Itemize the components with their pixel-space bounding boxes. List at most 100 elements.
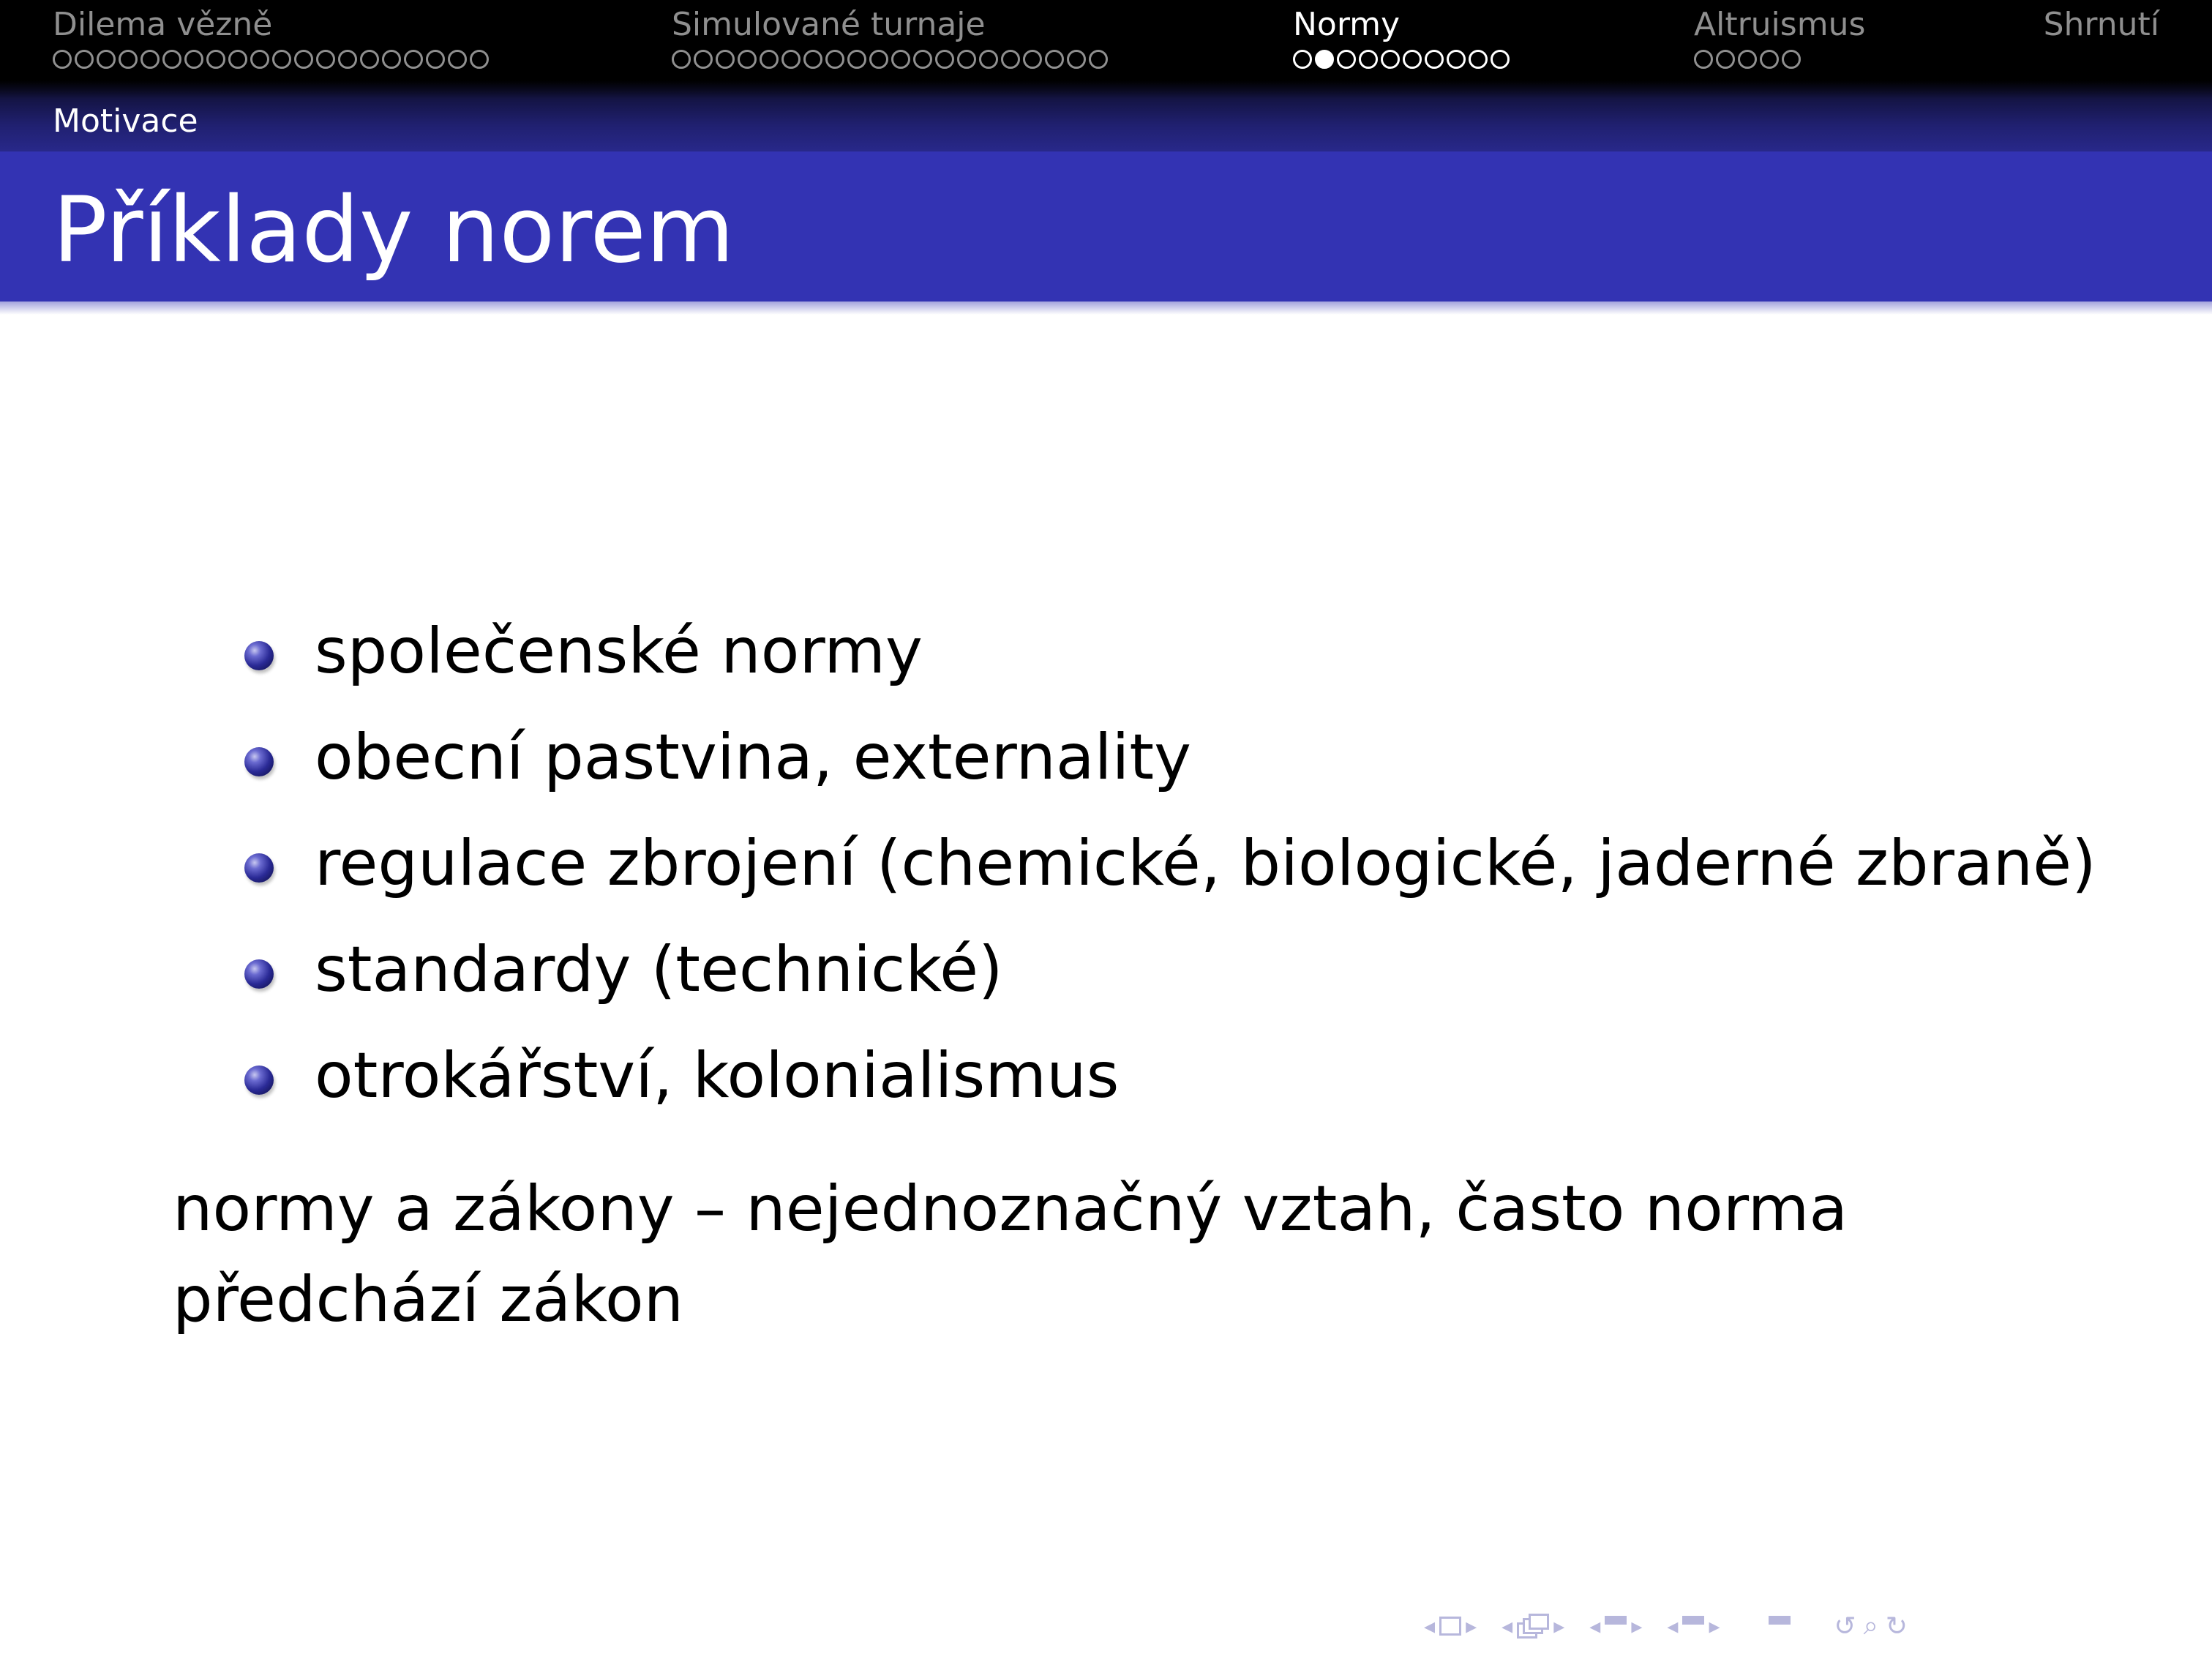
nav-frame-dot[interactable]	[891, 50, 910, 69]
nav-frame-dot[interactable]	[53, 50, 72, 69]
nav-frame-dot[interactable]	[716, 50, 735, 69]
nav-frame-dot[interactable]	[1089, 50, 1108, 69]
nav-frame-dot[interactable]	[1337, 50, 1356, 69]
nav-frame-dot[interactable]	[119, 50, 138, 69]
title-bar-shadow	[0, 302, 2212, 315]
nav-frame-dot[interactable]	[404, 50, 423, 69]
nav-frame-dot[interactable]	[1001, 50, 1020, 69]
nav-section-label[interactable]: Altruismus	[1694, 6, 1866, 43]
nav-frame-dot[interactable]	[1782, 50, 1801, 69]
undo-icon[interactable]: ↺	[1834, 1611, 1856, 1641]
nav-section-altruismus[interactable]: Altruismus	[1694, 4, 1865, 85]
prev-subsection-arrow-icon[interactable]: ◂	[1589, 1613, 1601, 1639]
nav-frame-dot[interactable]	[338, 50, 357, 69]
nav-section-label[interactable]: Shrnutí	[2043, 6, 2159, 43]
nav-frame-dot[interactable]	[1293, 50, 1312, 69]
next-section-arrow-icon[interactable]: ▸	[1709, 1613, 1720, 1639]
nav-frame-dot[interactable]	[935, 50, 954, 69]
nav-frame-dot[interactable]	[75, 50, 94, 69]
list-item-text: regulace zbrojení (chemické, biologické,…	[315, 827, 2096, 900]
bullet-list: společenské normy obecní pastvina, exter…	[241, 613, 2096, 1144]
nav-section-shrnuti[interactable]: Shrnutí	[2044, 4, 2159, 85]
list-item-text: standardy (technické)	[315, 933, 1003, 1006]
next-frame-arrow-icon[interactable]: ▸	[1553, 1613, 1565, 1639]
nav-frame-dot[interactable]	[426, 50, 445, 69]
nav-frame-dot[interactable]	[847, 50, 866, 69]
nav-frame-dot[interactable]	[272, 50, 291, 69]
subsection-icon[interactable]	[1605, 1616, 1627, 1636]
nav-dots	[672, 50, 1108, 73]
nav-section-normy[interactable]: Normy	[1293, 4, 1510, 85]
frame-title-bar	[0, 151, 2212, 302]
nav-frame-dot[interactable]	[316, 50, 335, 69]
nav-frame-dot[interactable]	[1381, 50, 1400, 69]
frame-title: Příklady norem	[53, 178, 735, 283]
search-icon[interactable]: ⌕	[1863, 1611, 1878, 1641]
nav-frame-dot[interactable]	[1469, 50, 1488, 69]
nav-frame-dot[interactable]	[1045, 50, 1064, 69]
list-item: regulace zbrojení (chemické, biologické,…	[241, 825, 2096, 932]
nav-frame-dot[interactable]	[382, 50, 401, 69]
next-slide-arrow-icon[interactable]: ▸	[1466, 1613, 1477, 1639]
list-item: společenské normy	[241, 613, 2096, 719]
subsection-label[interactable]: Motivace	[53, 102, 198, 140]
nav-frame-dot[interactable]	[672, 50, 691, 69]
nav-frame-dot[interactable]	[360, 50, 379, 69]
prev-section-arrow-icon[interactable]: ◂	[1667, 1613, 1679, 1639]
prev-frame-arrow-icon[interactable]: ◂	[1501, 1613, 1513, 1639]
subsection-bar: Motivace	[0, 99, 2212, 151]
nav-frame-dot[interactable]	[1023, 50, 1042, 69]
nav-frame-dot[interactable]	[825, 50, 844, 69]
nav-frame-dot[interactable]	[250, 50, 269, 69]
nav-frame-dot[interactable]	[1359, 50, 1378, 69]
nav-section-dilema[interactable]: Dilema vězně	[53, 4, 489, 85]
nav-frame-dot[interactable]	[1067, 50, 1086, 69]
list-item: otrokářství, kolonialismus	[241, 1038, 2096, 1144]
nav-section-turnaje[interactable]: Simulované turnaje	[672, 4, 1108, 85]
slide-icon[interactable]	[1439, 1617, 1462, 1636]
nav-frame-dot[interactable]	[140, 50, 160, 69]
nav-frame-dot[interactable]	[781, 50, 801, 69]
nav-frame-dot[interactable]	[206, 50, 225, 69]
nav-frame-dot[interactable]	[294, 50, 313, 69]
nav-frame-dot[interactable]	[694, 50, 713, 69]
nav-frame-dot[interactable]	[184, 50, 203, 69]
nav-frame-dot[interactable]	[470, 50, 489, 69]
frame-icon[interactable]	[1517, 1614, 1550, 1639]
section-icon[interactable]	[1682, 1616, 1705, 1636]
section-navigation-bar: Dilema vězně Simulované turnaje Normy Al…	[0, 0, 2212, 99]
nav-section-label[interactable]: Simulované turnaje	[672, 6, 986, 43]
nav-frame-dot[interactable]	[979, 50, 998, 69]
nav-frame-dot[interactable]	[957, 50, 976, 69]
nav-frame-dot[interactable]	[803, 50, 822, 69]
nav-frame-dot[interactable]	[913, 50, 932, 69]
nav-frame-dot[interactable]	[228, 50, 247, 69]
nav-frame-dot[interactable]	[1738, 50, 1757, 69]
list-item: standardy (technické)	[241, 932, 2096, 1038]
nav-section-label[interactable]: Dilema vězně	[53, 6, 273, 43]
nav-frame-dot[interactable]	[162, 50, 181, 69]
nav-frame-dot[interactable]	[1425, 50, 1444, 69]
nav-frame-dot[interactable]	[1315, 50, 1334, 69]
nav-frame-dot[interactable]	[1760, 50, 1779, 69]
list-item: obecní pastvina, externality	[241, 719, 2096, 825]
nav-frame-dot[interactable]	[1447, 50, 1466, 69]
nav-frame-dot[interactable]	[448, 50, 467, 69]
nav-frame-dot[interactable]	[1716, 50, 1735, 69]
nav-frame-dot[interactable]	[1403, 50, 1422, 69]
appendix-icon[interactable]	[1768, 1616, 1791, 1636]
nav-frame-dot[interactable]	[1491, 50, 1510, 69]
redo-icon[interactable]: ↻	[1885, 1611, 1908, 1641]
beamer-navigation-symbols: ◂ ▸ ◂ ▸ ◂ ▸ ◂ ▸ ↺ ⌕ ↻	[1420, 1604, 1908, 1648]
prev-slide-arrow-icon[interactable]: ◂	[1424, 1613, 1436, 1639]
nav-frame-dot[interactable]	[97, 50, 116, 69]
nav-frame-dot[interactable]	[869, 50, 888, 69]
nav-section-label[interactable]: Normy	[1293, 6, 1401, 43]
nav-frame-dot[interactable]	[760, 50, 779, 69]
nav-dots	[1293, 50, 1510, 73]
next-subsection-arrow-icon[interactable]: ▸	[1631, 1613, 1643, 1639]
list-item-text: otrokářství, kolonialismus	[315, 1039, 1120, 1112]
nav-frame-dot[interactable]	[1694, 50, 1713, 69]
nav-frame-dot[interactable]	[738, 50, 757, 69]
nav-dots	[1694, 50, 1865, 73]
